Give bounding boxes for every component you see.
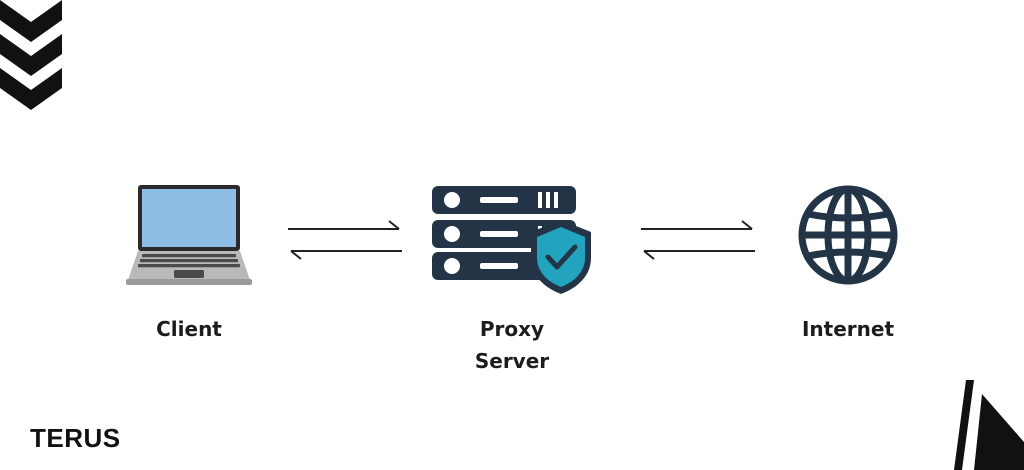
proxy-server-label: Proxy Server [452, 313, 572, 377]
brand-logo-text: TERUS [30, 423, 121, 453]
laptop-icon [126, 185, 252, 285]
proxy-label-line1: Proxy [479, 317, 545, 341]
server-shield-icon [432, 186, 591, 294]
client-label: Client [129, 313, 249, 345]
globe-icon [798, 185, 898, 285]
internet-label: Internet [788, 313, 908, 345]
client-label-text: Client [156, 317, 222, 341]
arrows-client-proxy-icon [288, 220, 402, 260]
chevrons-decoration-icon [0, 0, 62, 110]
arrows-proxy-internet-icon [641, 220, 755, 260]
proxy-label-line2: Server [474, 349, 550, 373]
internet-label-text: Internet [801, 317, 895, 341]
corner-decoration-icon [954, 380, 1024, 470]
